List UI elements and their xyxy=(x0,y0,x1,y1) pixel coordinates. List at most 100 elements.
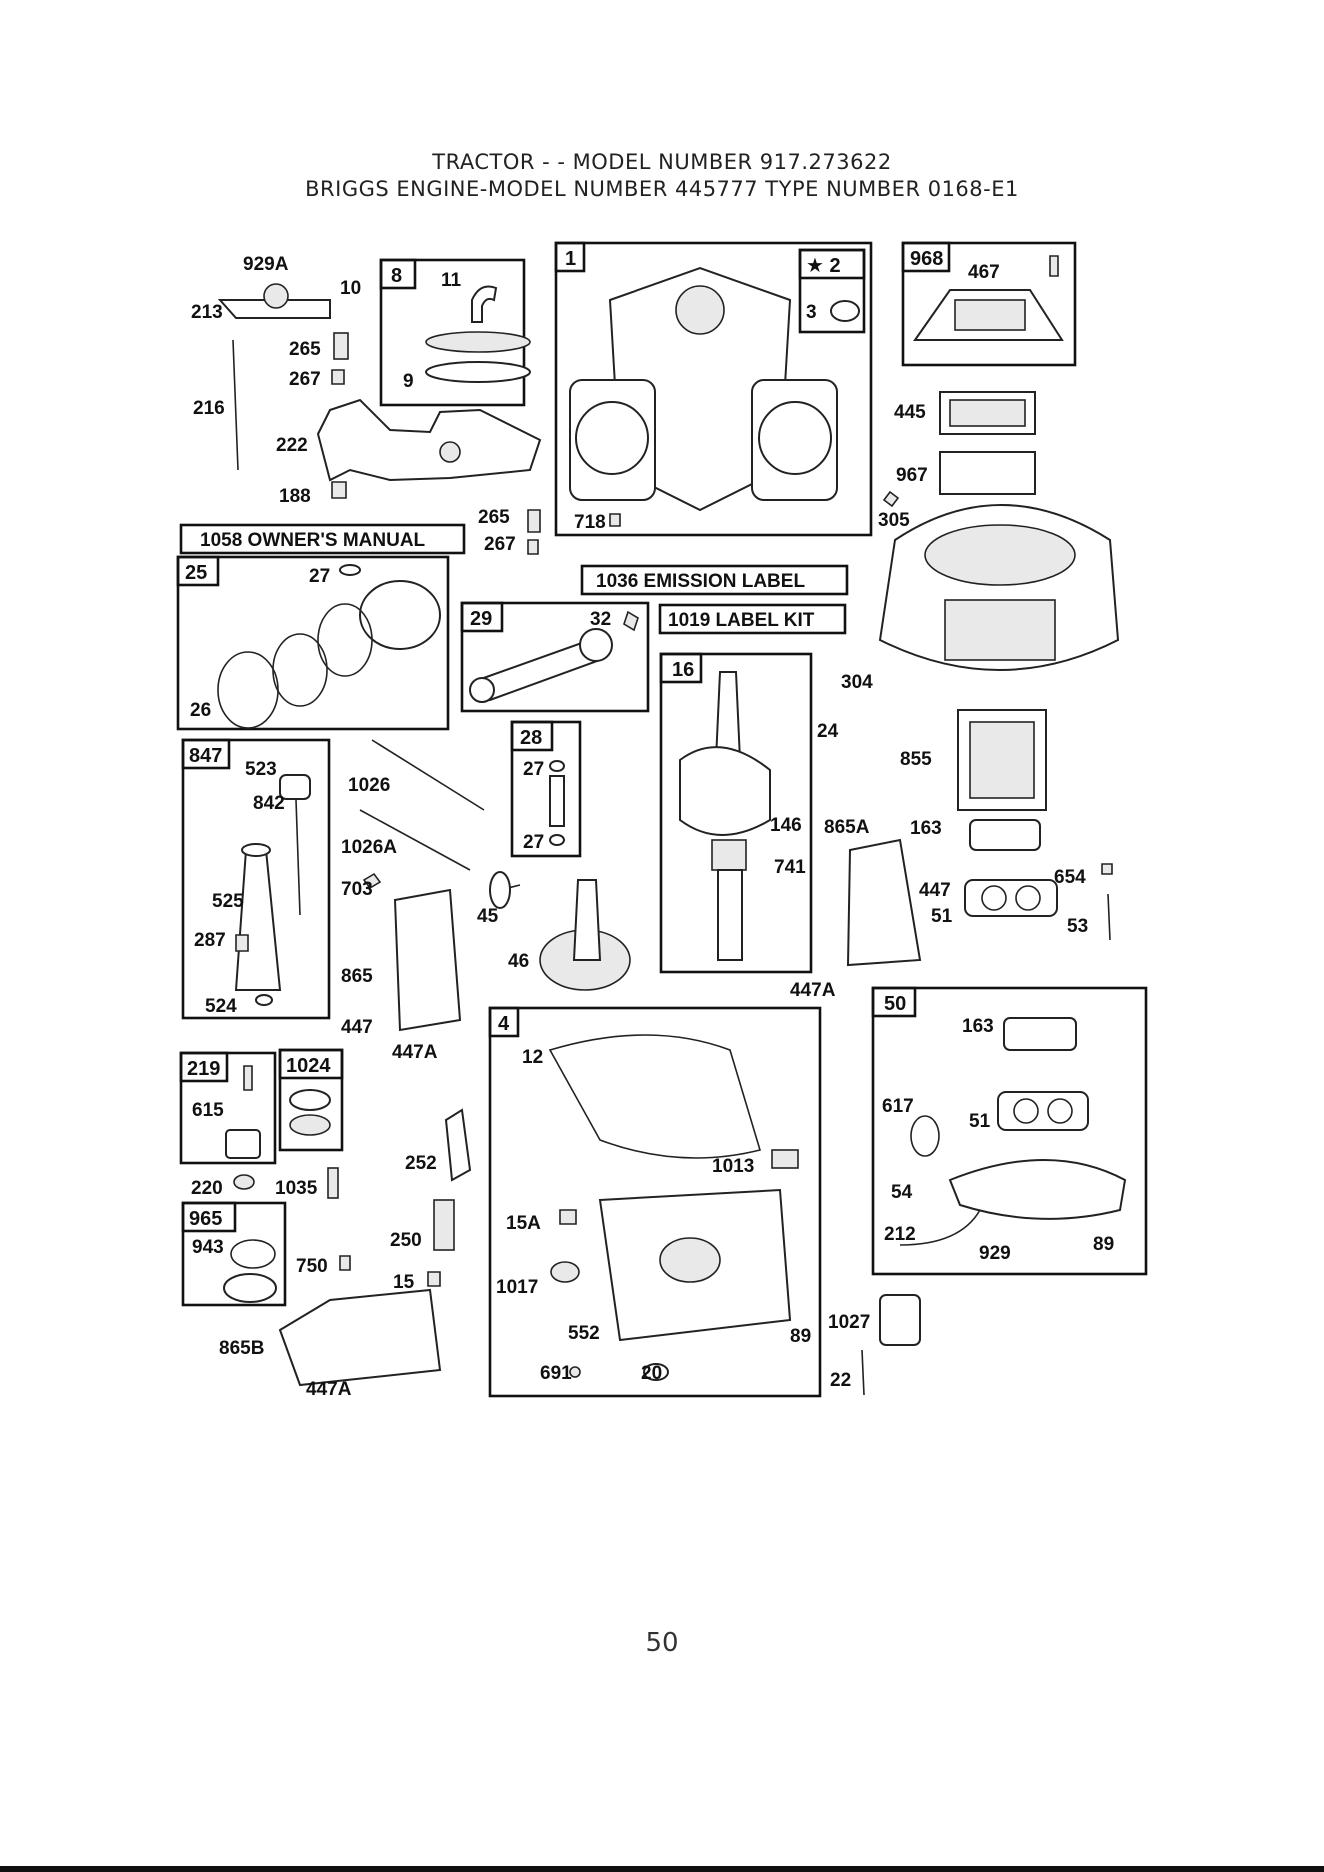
gasket-51-hole-2 xyxy=(1015,885,1041,911)
box-number-29: 29 xyxy=(470,608,492,630)
box-number-50: 50 xyxy=(884,993,906,1015)
screen-1013 xyxy=(771,1149,799,1169)
label-213: 213 xyxy=(191,302,223,323)
label-855: 855 xyxy=(900,749,932,770)
base-1024 xyxy=(289,1114,331,1136)
valve-220 xyxy=(233,1174,255,1190)
diagram-title: TRACTOR - - MODEL NUMBER 917.273622 xyxy=(432,150,892,174)
rod-212 xyxy=(899,1209,981,1246)
label-220: 220 xyxy=(191,1178,223,1199)
label-54: 54 xyxy=(891,1182,913,1203)
label-865: 865 xyxy=(341,966,373,987)
box-number-25: 25 xyxy=(185,562,207,584)
pulley-222 xyxy=(439,441,461,463)
banner-emission-label xyxy=(580,564,849,596)
label-1035: 1035 xyxy=(275,1178,318,1199)
box-number-1024: 1024 xyxy=(286,1055,331,1077)
bracket-703 xyxy=(362,872,382,890)
label-265b: 265 xyxy=(478,507,510,528)
banner-owners-manual xyxy=(179,523,466,555)
page-number: 50 xyxy=(645,1628,679,1658)
dipstick-tube-525 xyxy=(234,849,282,991)
solenoid-219 xyxy=(225,1129,261,1159)
frame-box-4 xyxy=(488,1006,822,1398)
pushrod-1026 xyxy=(371,739,485,811)
screw-287 xyxy=(235,934,249,952)
label-467: 467 xyxy=(968,262,1000,283)
frame-box-1 xyxy=(554,241,873,537)
seal-3 xyxy=(830,300,860,322)
tag-box-29 xyxy=(460,601,504,633)
cover-window xyxy=(954,299,1026,331)
prefilter-967 xyxy=(939,451,1036,495)
diagram-subtitle: BRIGGS ENGINE-MODEL NUMBER 445777 TYPE N… xyxy=(305,177,1019,201)
cylinder-bore-right xyxy=(758,401,832,475)
tube-top xyxy=(241,843,271,857)
crank-shaft-end xyxy=(717,869,743,961)
gasket-51b-hole-2 xyxy=(1047,1098,1073,1124)
pushrod-1026A xyxy=(359,809,471,871)
knob-467 xyxy=(1049,255,1059,277)
label-27a: 27 xyxy=(309,566,330,587)
stud-53 xyxy=(1107,893,1111,941)
label-524: 524 xyxy=(205,996,237,1017)
label-691: 691 xyxy=(540,1363,572,1384)
dipstick-842 xyxy=(295,799,301,916)
plug-15A xyxy=(559,1209,577,1225)
label-654: 654 xyxy=(1054,867,1086,888)
clip-27-bottom xyxy=(549,834,565,846)
gasket-51b xyxy=(997,1091,1089,1131)
seal-20 xyxy=(643,1363,669,1381)
label-1027: 1027 xyxy=(828,1312,870,1333)
filter-445-pleats xyxy=(949,399,1026,427)
label-552: 552 xyxy=(568,1323,600,1344)
frame-box-29 xyxy=(460,601,650,713)
frame-box-16 xyxy=(659,652,813,974)
label-51a: 51 xyxy=(931,906,953,927)
gasket-163b xyxy=(1003,1017,1077,1051)
label-447a: 447 xyxy=(341,1017,373,1038)
label-252 xyxy=(444,1108,472,1182)
box-number-219: 219 xyxy=(187,1058,220,1080)
gasket-943 xyxy=(230,1239,276,1269)
box-number-4: 4 xyxy=(498,1013,510,1035)
label-865B: 865B xyxy=(219,1338,264,1359)
manifold xyxy=(948,1159,1127,1220)
label-250: 250 xyxy=(390,1230,422,1251)
label-216: 216 xyxy=(193,398,225,419)
label-3: 3 xyxy=(806,302,817,323)
tag-box-847 xyxy=(181,738,231,770)
rod-small-end xyxy=(469,677,495,703)
baffle-865 xyxy=(393,888,462,1032)
label-615: 615 xyxy=(192,1100,224,1121)
label-89a: 89 xyxy=(1093,1234,1114,1255)
label-741: 741 xyxy=(774,857,806,878)
label-967: 967 xyxy=(896,465,928,486)
label-943: 943 xyxy=(192,1237,224,1258)
banner-owners-manual-text: 1058 OWNER'S MANUAL xyxy=(200,530,426,551)
label-26: 26 xyxy=(190,700,211,721)
nut-654 xyxy=(1101,863,1113,875)
label-15: 15 xyxy=(393,1272,415,1293)
dipstick-cap-523 xyxy=(279,774,311,800)
fitting-11 xyxy=(471,285,498,323)
label-22: 22 xyxy=(830,1370,851,1391)
tag-box-965 xyxy=(181,1201,237,1233)
label-525: 525 xyxy=(212,891,244,912)
label-89b: 89 xyxy=(790,1326,811,1347)
screw-267b xyxy=(527,539,539,555)
label-250 xyxy=(433,1199,455,1251)
throttle-linkage-group xyxy=(217,283,542,555)
label-10: 10 xyxy=(340,278,361,299)
label-929A: 929A xyxy=(243,254,289,275)
rod-216 xyxy=(232,339,239,471)
oil-filter-1027 xyxy=(879,1294,921,1346)
washer-691 xyxy=(569,1366,581,1378)
label-1026: 1026 xyxy=(348,775,390,796)
blower-opening xyxy=(924,524,1076,586)
bushing-265 xyxy=(333,332,349,360)
label-445: 445 xyxy=(894,402,926,423)
box-number-968: 968 xyxy=(910,248,943,270)
ring-1 xyxy=(317,603,373,677)
